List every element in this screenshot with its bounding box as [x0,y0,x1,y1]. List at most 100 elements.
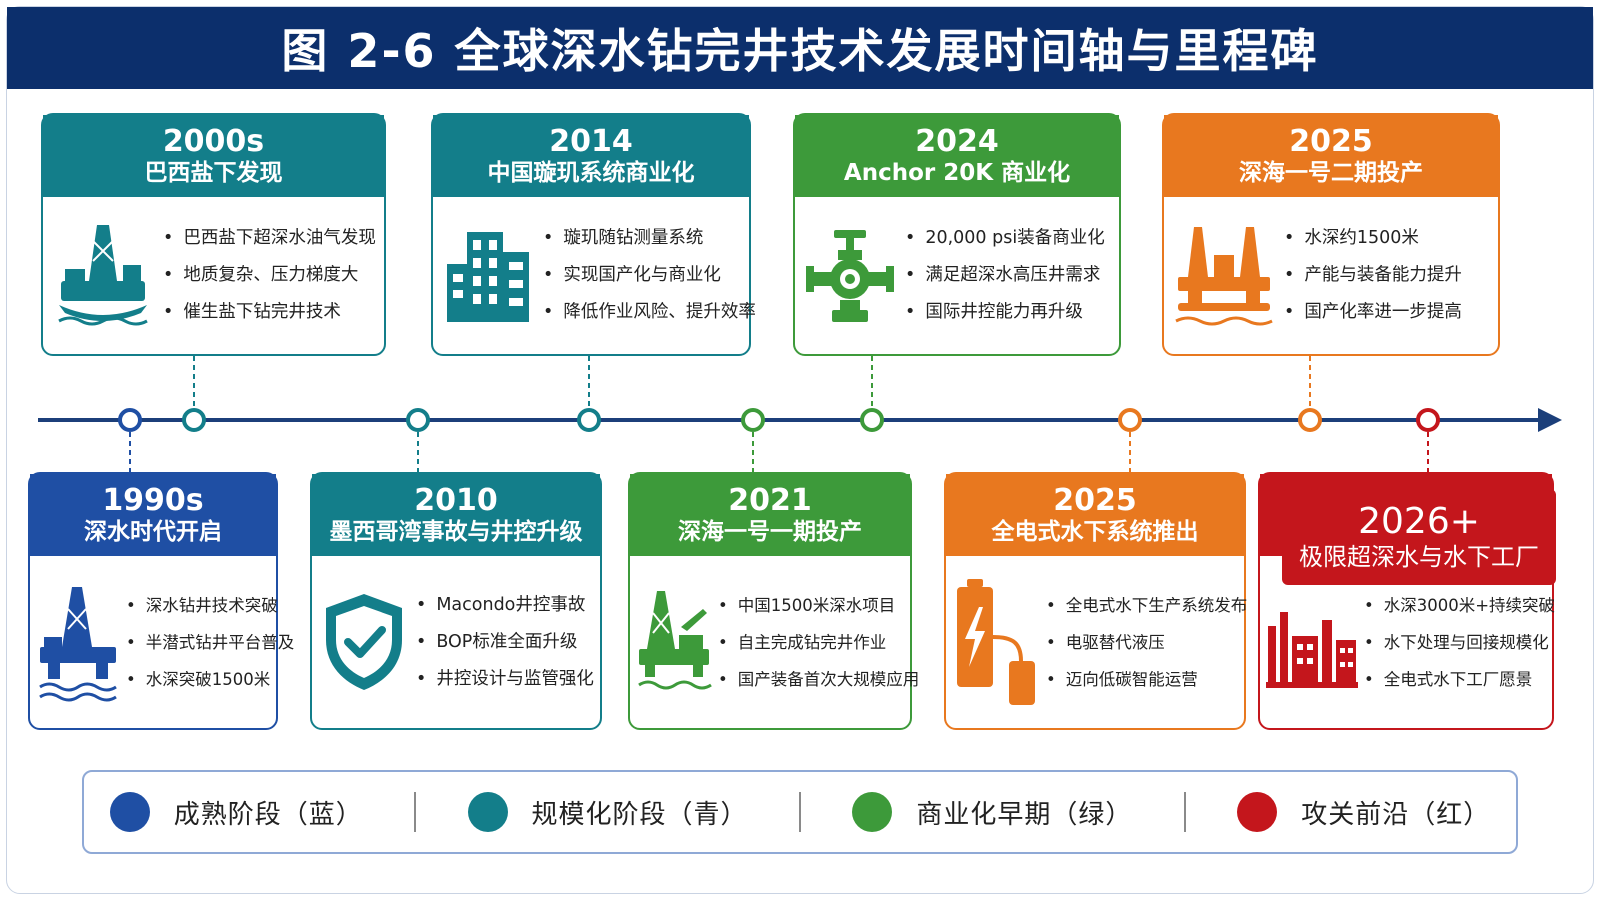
card-bullet: 产能与装备能力提升 [1284,257,1462,294]
subsea-factory-icon [1260,596,1364,688]
card-year: 2024 [915,124,999,160]
legend-label: 成熟阶段（蓝） [173,799,363,830]
card-subtitle: 巴西盐下发现 [144,160,283,187]
card-header: 1990s 深水时代开启 [30,474,276,556]
card-bullet: 电驱替代液压 [1046,624,1247,661]
legend-dot [467,792,508,832]
legend-label: 商业化早期（绿） [916,799,1133,830]
card-bullet: 满足超深水高压井需求 [905,257,1105,294]
card-header: 2024 Anchor 20K 商业化 [795,115,1119,197]
wellhead-valve-icon [795,226,905,326]
shield-check-icon [312,590,416,694]
card-2000s: 2000s 巴西盐下发现 巴西盐下超深水油气发现 地质复杂、压力梯度大 催生盐下… [41,113,386,356]
legend-dot [852,792,893,832]
card-year: 2025 [1289,124,1373,160]
legend-label: 攻关前沿（红） [1301,799,1491,830]
node-2021 [741,408,765,432]
node-2010 [406,408,430,432]
drilling-rig-icon [30,583,126,702]
drilling-platform-icon [630,587,718,697]
legend-item-mature: 成熟阶段（蓝） [109,792,363,832]
card-bullet: 水深突破1500米 [126,661,294,698]
card-bullet: 国产装备首次大规模应用 [718,661,920,698]
legend: 成熟阶段（蓝） 规模化阶段（青） 商业化早期（绿） 攻关前沿（红） [82,770,1518,854]
legend-divider [1183,792,1186,832]
card-bullet: 璇玑随钻测量系统 [543,220,756,257]
node-2025-top [1298,408,1322,432]
card-header: 2021 深海一号一期投产 [630,474,910,556]
node-2014 [577,408,601,432]
card-subtitle: 深水时代开启 [84,519,222,546]
card-2026-header-overlay: 2026+ 极限超深水与水下工厂 [1282,489,1556,585]
card-year: 2010 [414,483,498,519]
card-2024: 2024 Anchor 20K 商业化 20,000 psi装 [793,113,1121,356]
card-subtitle: 深海一号二期投产 [1239,160,1423,187]
card-bullet: 20,000 psi装备商业化 [905,220,1104,257]
card-subtitle: 全电式水下系统推出 [991,519,1199,546]
legend-dot [1237,792,1278,832]
card-bullet: 降低作业风险、提升效率 [543,294,756,331]
legend-item-early-commercial: 商业化早期（绿） [852,792,1132,832]
node-2025-bottom [1118,408,1142,432]
card-2025-top: 2025 深海一号二期投产 水深约1500米 产能与装备能力提升 国产化率进一步… [1162,113,1500,356]
card-2025-bottom: 2025 全电式水下系统推出 全电式水下生产系统发布 电驱替代液压 迈向低碳智能… [944,472,1248,730]
card-year: 2021 [728,483,812,519]
card-bullet: BOP标准全面升级 [416,624,594,661]
card-bullet: 国产化率进一步提高 [1284,294,1462,331]
offshore-rig-icon [43,221,163,331]
legend-item-scaling: 规模化阶段（青） [467,792,748,832]
card-2010: 2010 墨西哥湾事故与井控升级 Macondo井控事故 BOP标准全面升级 井… [310,472,602,730]
legend-item-frontier: 攻关前沿（红） [1237,792,1490,832]
card-header: 2014 中国璇玑系统商业化 [433,115,749,197]
axis-arrow [1538,408,1562,432]
card-bullet: 迈向低碳智能运营 [1046,661,1247,698]
card-bullet: 催生盐下钻完井技术 [163,294,376,331]
legend-dot [109,792,150,832]
card-year: 2026+ [1358,500,1480,542]
card-bullet: 自主完成钻完井作业 [718,624,919,661]
card-bullet: 巴西盐下超深水油气发现 [163,220,376,257]
card-bullet: 国际井控能力再升级 [905,294,1105,331]
card-year: 1990s [102,483,204,519]
card-header: 2025 深海一号二期投产 [1164,115,1498,197]
legend-divider [798,792,801,832]
card-bullet: 全电式水下生产系统发布 [1046,587,1248,624]
card-subtitle: 中国璇玑系统商业化 [487,160,695,187]
card-header: 2000s 巴西盐下发现 [43,115,384,197]
card-header: 2010 墨西哥湾事故与井控升级 [312,474,600,556]
card-bullet: 半潜式钻井平台普及 [126,624,295,661]
card-bullet: 中国1500米深水项目 [718,587,919,624]
legend-divider [414,792,417,832]
node-2024 [860,408,884,432]
card-bullet: 井控设计与监管强化 [416,661,594,698]
card-subtitle: Anchor 20K 商业化 [843,160,1071,187]
title-bar: 图 2-6 全球深水钻完井技术发展时间轴与里程碑 [7,7,1593,89]
figure-title: 图 2-6 全球深水钻完井技术发展时间轴与里程碑 [281,24,1319,78]
card-bullet: 地质复杂、压力梯度大 [163,257,376,294]
card-header: 2025 全电式水下系统推出 [946,474,1244,556]
card-bullet: 实现国产化与商业化 [543,257,756,294]
city-buildings-icon [433,228,543,324]
card-2014: 2014 中国璇玑系统商业化 璇玑随钻测 [431,113,756,356]
node-2000s [182,408,206,432]
card-bullet: Macondo井控事故 [416,587,594,624]
card-year: 2014 [549,124,633,160]
card-bullet: 水深约1500米 [1284,220,1462,257]
card-bullet: 深水钻井技术突破 [126,587,294,624]
card-year: 2000s [162,124,265,160]
semi-submersible-platform-icon [1164,223,1284,329]
card-bullet: 全电式水下工厂愿景 [1364,661,1555,698]
node-2026 [1416,408,1440,432]
card-bullet: 水深3000米+持续突破 [1364,587,1555,624]
card-year: 2025 [1053,483,1137,519]
card-subtitle: 深海一号一期投产 [678,519,862,546]
card-1990s: 1990s 深水时代开启 深水钻井技术突破 半潜式钻井平台普及 水深突破1500… [28,472,294,730]
card-bullet: 水下处理与回接规模化 [1364,624,1555,661]
card-subtitle: 极限超深水与水下工厂 [1299,543,1539,572]
card-2021: 2021 深海一号一期投产 中国1500米深水项目 自主完成钻完井作业 国产装备… [628,472,919,730]
battery-plug-icon [946,577,1046,707]
card-subtitle: 墨西哥湾事故与井控升级 [329,519,583,546]
legend-label: 规模化阶段（青） [531,799,748,830]
node-1990s [118,408,142,432]
